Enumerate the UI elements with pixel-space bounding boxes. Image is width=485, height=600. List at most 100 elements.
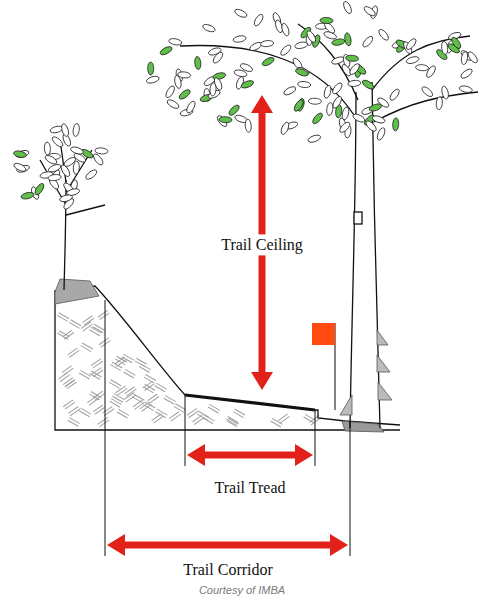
soil-hatch: [87, 396, 99, 405]
leaf: [441, 41, 449, 55]
leaf: [92, 152, 105, 166]
rock: [342, 421, 384, 432]
leaf: [44, 142, 51, 155]
leaf: [305, 29, 317, 43]
leaf: [363, 5, 377, 18]
soil-hatch: [68, 348, 80, 357]
soil-hatching: [57, 310, 321, 427]
corridor-guide: [350, 421, 351, 556]
back-slope: [55, 286, 185, 395]
leaf: [392, 118, 399, 131]
leaf: [194, 56, 201, 70]
soil-hatch: [155, 383, 167, 392]
leaf: [348, 62, 361, 76]
leaf: [371, 114, 385, 124]
soil-hatch: [135, 358, 147, 367]
soil-hatch: [58, 372, 70, 381]
soil-hatch: [115, 357, 127, 366]
leaf: [326, 102, 334, 116]
soil-hatch: [63, 378, 75, 387]
soil-hatch: [164, 396, 176, 405]
leaf: [450, 36, 462, 50]
section-frame: [55, 290, 400, 430]
tread-guide: [315, 410, 316, 466]
leaf: [376, 127, 387, 141]
leaf: [280, 121, 291, 135]
leaf: [405, 37, 418, 51]
dimension-label: Trail Ceiling: [218, 234, 306, 255]
marker-flag: [312, 323, 335, 410]
leaf: [348, 80, 362, 87]
leaf: [361, 79, 375, 91]
leaf: [280, 22, 290, 36]
leaf: [361, 35, 374, 49]
leaf: [48, 174, 62, 182]
root-flare: [378, 382, 392, 400]
soil-hatch: [81, 343, 93, 352]
dimension-guides: [105, 300, 350, 556]
soil-hatch: [57, 313, 69, 322]
leaf: [364, 119, 377, 132]
leaf: [72, 123, 80, 137]
leaf: [249, 41, 263, 52]
leaf: [159, 45, 173, 56]
soil-hatch: [62, 366, 74, 375]
soil-hatch: [132, 394, 144, 403]
leaf: [308, 98, 321, 104]
leaf: [323, 85, 332, 99]
soil-hatch: [174, 404, 186, 413]
dimension-arrow: [187, 444, 313, 466]
leaf: [466, 50, 479, 64]
soil-hatch: [79, 408, 91, 417]
leaf: [459, 85, 473, 94]
soil-hatch: [116, 386, 128, 395]
leaf: [166, 98, 180, 110]
soil-hatch: [187, 408, 199, 417]
leaf: [208, 47, 222, 57]
soil-hatch: [278, 414, 290, 423]
soil-hatch: [68, 418, 80, 427]
leaf: [202, 23, 216, 33]
trail-tread-surface: [185, 395, 315, 410]
ground-profile: [55, 286, 400, 430]
dimension-label: Trail Tread: [212, 477, 289, 498]
dimension-label: Trail Corridor: [180, 559, 276, 580]
soil-hatch: [93, 391, 105, 400]
leaf: [47, 163, 61, 173]
leaf: [73, 161, 80, 174]
leaf: [70, 146, 84, 156]
soil-hatch: [63, 400, 75, 409]
leaf: [293, 98, 305, 112]
leaf: [415, 64, 428, 71]
soil-hatch: [152, 414, 164, 423]
leaf: [331, 95, 343, 109]
leaf: [13, 150, 27, 159]
dimension-arrow: [107, 534, 348, 556]
soil-hatch: [124, 393, 136, 402]
leaf: [44, 154, 58, 166]
soil-hatch: [79, 370, 91, 379]
corridor-guide: [105, 300, 106, 556]
soil-hatch: [226, 417, 238, 426]
leaf: [344, 32, 352, 46]
tread-guide: [185, 395, 186, 466]
foliage: [13, 0, 479, 210]
soil-hatch: [109, 380, 121, 389]
soil-hatch: [143, 402, 155, 411]
leaf: [168, 38, 182, 46]
soil-hatch: [58, 331, 70, 340]
leaf: [174, 75, 183, 89]
leaf: [295, 67, 309, 77]
soil-hatch: [69, 320, 81, 329]
leaf: [331, 38, 345, 46]
leaf: [146, 75, 160, 84]
leaf: [338, 121, 351, 135]
leaf: [345, 55, 358, 62]
leaf: [233, 35, 247, 43]
soil-hatch: [110, 399, 122, 408]
leaf: [233, 69, 247, 78]
leaf: [33, 182, 45, 196]
leaf: [219, 116, 232, 123]
leaf: [245, 119, 252, 132]
leaf: [420, 85, 434, 98]
